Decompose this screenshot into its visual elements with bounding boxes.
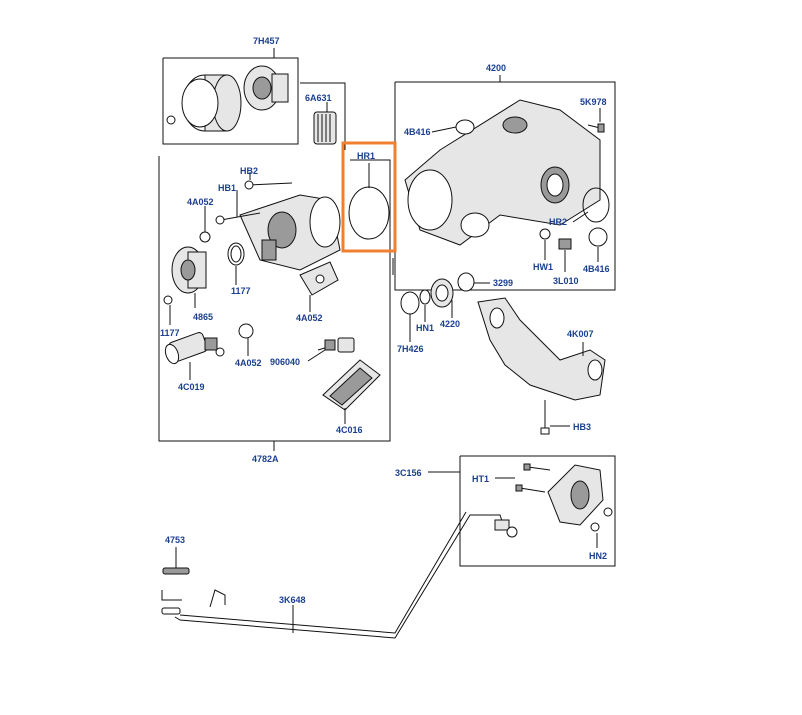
- nut-7H457: [166, 115, 176, 125]
- plug-3L010: [558, 238, 572, 250]
- label-1177-lower: 1177: [160, 328, 180, 338]
- label-HB2: HB2: [240, 166, 258, 176]
- label-HR2: HR2: [549, 217, 567, 227]
- label-3K648: 3K648: [279, 595, 306, 605]
- bearing-4220: [430, 278, 454, 308]
- bolts-HT1: [515, 463, 551, 493]
- box-3C156-group: [459, 455, 616, 567]
- label-4B416-upper: 4B416: [404, 127, 431, 137]
- label-4753: 4753: [165, 535, 185, 545]
- oring-4A052-lower: [238, 323, 254, 339]
- label-7H426: 7H426: [397, 344, 424, 354]
- ring-1177-lower: [163, 295, 173, 305]
- label-906040: 906040: [270, 357, 300, 367]
- label-4A052-upper: 4A052: [187, 197, 214, 207]
- label-4200: 4200: [486, 63, 506, 73]
- nut-HN1: [419, 289, 431, 305]
- ring-1177-upper: [227, 242, 245, 266]
- mount-3C156: [547, 464, 604, 526]
- bolt-HB3: [540, 400, 550, 435]
- box-6A631-bracket: [300, 82, 346, 150]
- label-4782A: 4782A: [252, 454, 279, 464]
- label-HR1: HR1: [357, 151, 375, 161]
- label-4C019: 4C019: [178, 382, 205, 392]
- label-4A052-lower: 4A052: [235, 358, 262, 368]
- label-HB1: HB1: [218, 183, 236, 193]
- module-4C016: [322, 359, 381, 411]
- oring-4A052-upper: [199, 231, 211, 243]
- nuts-HN2: [590, 522, 600, 532]
- drum-7H457: [181, 74, 242, 132]
- oring-HR2: [582, 187, 610, 223]
- seal-4B416-upper: [455, 119, 475, 135]
- label-HW1: HW1: [533, 262, 553, 272]
- label-7H457: 7H457: [253, 36, 280, 46]
- fitting-3K648-end: [494, 519, 518, 538]
- seal-4B416-lower: [588, 227, 608, 247]
- box-4782A-group: [158, 156, 391, 442]
- bolt-HB1: [215, 212, 261, 225]
- label-6A631: 6A631: [305, 93, 332, 103]
- hub-7H457: [243, 65, 289, 111]
- box-7H457-group: [162, 57, 299, 145]
- label-4220: 4220: [440, 319, 460, 329]
- oring-HR1: [348, 186, 390, 240]
- highlight-box-HR1: [341, 141, 397, 253]
- gasket-4A052-plate: [299, 261, 339, 296]
- label-HN2: HN2: [589, 551, 607, 561]
- bracket-4K007: [477, 297, 606, 401]
- label-4B416-lower: 4B416: [583, 264, 610, 274]
- circlip-7H426: [400, 291, 420, 315]
- label-4865: 4865: [193, 312, 213, 322]
- label-4A052-plate: 4A052: [296, 313, 323, 323]
- bolt-5K978: [587, 123, 605, 133]
- label-HB3: HB3: [573, 422, 591, 432]
- label-5K978: 5K978: [580, 97, 607, 107]
- sensor-906040: [317, 337, 355, 353]
- label-4K007: 4K007: [567, 329, 594, 339]
- label-HT1: HT1: [472, 474, 489, 484]
- bolt-HB2: [244, 180, 293, 190]
- coupling-housing-4782A: [239, 194, 341, 271]
- leader-lines: [169, 108, 601, 548]
- flange-4865: [171, 246, 207, 294]
- label-HN1: HN1: [416, 323, 434, 333]
- label-3L010: 3L010: [553, 276, 579, 286]
- washer-HW1: [539, 228, 551, 240]
- label-3299: 3299: [493, 278, 513, 288]
- diff-housing-4200: [404, 99, 601, 246]
- pump-4C019: [164, 332, 225, 365]
- seal-3299: [457, 272, 475, 292]
- label-4C016: 4C016: [336, 425, 363, 435]
- filter-6A631: [313, 111, 337, 145]
- label-3C156: 3C156: [395, 468, 422, 478]
- label-1177-upper: 1177: [231, 286, 251, 296]
- fitting-4753: [161, 567, 190, 615]
- pipe-3K648: [174, 511, 506, 639]
- nut-HN2-upper: [603, 507, 613, 517]
